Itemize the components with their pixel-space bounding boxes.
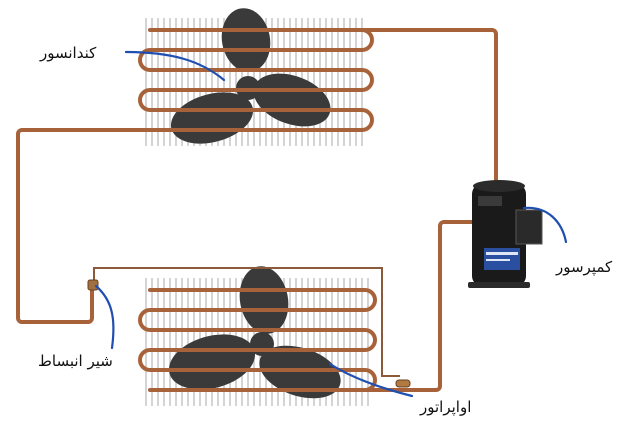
expansion-valve-icon xyxy=(87,279,99,291)
discharge-line xyxy=(360,28,498,184)
evaporator-label: اواپراتور xyxy=(420,398,472,416)
liquid-line xyxy=(16,128,152,324)
evaporator-coil-icon xyxy=(138,266,377,406)
condenser-label: کندانسور xyxy=(40,44,97,62)
evaporator-pointer xyxy=(328,362,414,398)
suction-line xyxy=(363,220,478,392)
valve-pointer xyxy=(94,284,115,350)
evaporator-fitting xyxy=(395,379,411,388)
evaporator-tubes xyxy=(138,288,377,392)
compressor-pointer xyxy=(522,206,568,244)
compressor-label: کمپرسور xyxy=(556,258,613,276)
compressor-icon xyxy=(468,180,543,288)
capillary-tube xyxy=(93,267,400,377)
label-pointers xyxy=(94,50,568,398)
condenser-tubes xyxy=(138,28,374,132)
condenser-coil-icon xyxy=(138,8,374,146)
condenser-pointer xyxy=(124,50,226,82)
refrigerant-piping xyxy=(16,28,498,392)
condenser-fan-icon xyxy=(170,8,331,144)
expansion-valve-label: شیر انبساط xyxy=(38,352,113,370)
